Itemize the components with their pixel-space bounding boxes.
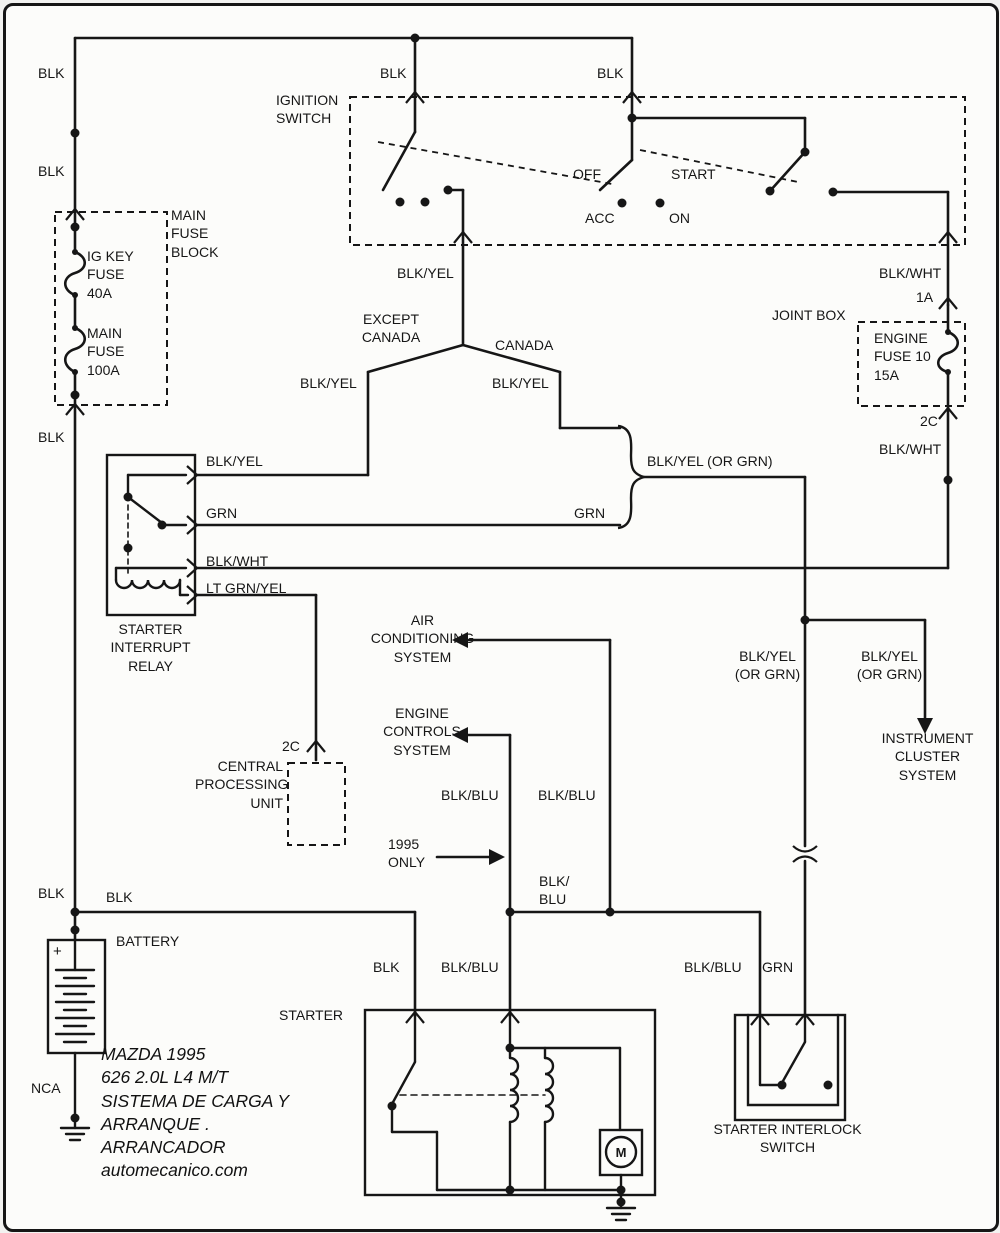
wire-label-blk-4: BLK bbox=[597, 65, 624, 81]
wire-label-blkblu-1: BLK/BLU bbox=[441, 787, 499, 803]
wire-label-blk-6: BLK bbox=[38, 885, 65, 901]
cpu-box bbox=[287, 762, 346, 846]
switch-pos-start-label: START bbox=[671, 166, 716, 182]
starter-interlock-switch-label: STARTER INTERLOCK SWITCH bbox=[713, 1121, 862, 1156]
1995-only-arrow bbox=[489, 849, 505, 865]
main-fuse-block-box bbox=[54, 211, 168, 406]
wire-label-blkblu-4: BLK/BLU bbox=[441, 959, 499, 975]
battery-plus-sign: + bbox=[53, 943, 62, 960]
wire-label-blkblu-5: BLK/BLU bbox=[684, 959, 742, 975]
engine-fuse-symbol bbox=[936, 330, 960, 374]
wire-label-blk-2: BLK bbox=[38, 163, 65, 179]
connector-1a-label: 1A bbox=[916, 289, 934, 305]
wires bbox=[73, 36, 950, 1018]
central-processing-unit-label: CENTRAL PROCESSING UNIT bbox=[195, 758, 289, 811]
starter-label: STARTER bbox=[279, 1007, 344, 1023]
connector-chevrons bbox=[65, 90, 958, 1026]
starter-interrupt-relay bbox=[105, 453, 197, 617]
motor-m-label: M bbox=[615, 1145, 627, 1160]
wire-label-grn-2: GRN bbox=[574, 505, 606, 521]
starter-interlock-switch bbox=[733, 1013, 847, 1122]
relay-coil bbox=[114, 578, 182, 590]
nca-label: NCA bbox=[31, 1080, 61, 1096]
instrument-cluster-arrow bbox=[917, 718, 933, 734]
system-arrows bbox=[452, 632, 933, 865]
wire-label-blkwht-1: BLK/WHT bbox=[879, 265, 942, 281]
relay-wire-blkyel-label: BLK/YEL bbox=[206, 453, 263, 469]
starter-assembly bbox=[363, 1008, 657, 1222]
ig-key-fuse-symbol bbox=[63, 250, 87, 297]
solenoid-coil-2 bbox=[543, 1056, 555, 1124]
wire-label-blk-3: BLK bbox=[380, 65, 407, 81]
ig-key-fuse-label: IG KEY FUSE 40A bbox=[87, 248, 134, 301]
wire-label-blkyel-or-grn-2: BLK/YEL (OR GRN) bbox=[734, 648, 801, 683]
relay-wire-blkwht-label: BLK/WHT bbox=[206, 553, 269, 569]
ac-system-arrow bbox=[452, 632, 468, 648]
wire-label-grn-3: GRN bbox=[762, 959, 794, 975]
relay-wire-grn-label: GRN bbox=[206, 505, 238, 521]
switch-pos-acc-label: ACC bbox=[585, 210, 615, 226]
connector-2c-label-2: 2C bbox=[282, 738, 300, 754]
switch-gang-links bbox=[377, 141, 799, 185]
wire-label-blkblu-3: BLK/ BLU bbox=[539, 873, 570, 908]
switch-pos-on-label: ON bbox=[669, 210, 690, 226]
wire-label-blkyel-or-grn-3: BLK/YEL (OR GRN) bbox=[856, 648, 923, 683]
switch-pos-off-label: OFF bbox=[573, 166, 601, 182]
battery-symbol bbox=[46, 938, 107, 1142]
main-fuse-symbol bbox=[63, 326, 87, 374]
wire-label-blkyel-1: BLK/YEL bbox=[397, 265, 454, 281]
solenoid-coil-1 bbox=[508, 1056, 520, 1124]
wire-label-blk-1: BLK bbox=[38, 65, 65, 81]
wire-label-blk-7: BLK bbox=[106, 889, 133, 905]
wire-label-blkblu-2: BLK/BLU bbox=[538, 787, 596, 803]
engine-fuse-label: ENGINE FUSE 10 15A bbox=[874, 330, 931, 383]
air-conditioning-system-label: AIR CONDITIONING SYSTEM bbox=[370, 612, 475, 665]
wire-label-blk-5: BLK bbox=[38, 429, 65, 445]
diagram-footer-caption: MAZDA 1995 626 2.0L L4 M/T SISTEMA DE CA… bbox=[101, 1044, 290, 1181]
1995-only-label: 1995 ONLY bbox=[388, 836, 426, 871]
diagram-frame bbox=[3, 3, 999, 1232]
wire-junction-dots bbox=[70, 33, 953, 1207]
relay-wire-ltgrnyel-label: LT GRN/YEL bbox=[206, 580, 287, 596]
main-fuse-block-label: MAIN FUSE BLOCK bbox=[171, 207, 219, 260]
starter-motor-circle bbox=[604, 1135, 638, 1169]
wire-label-blkyel-2: BLK/YEL bbox=[300, 375, 357, 391]
wire-break-symbol bbox=[792, 845, 818, 863]
dashed-boxes bbox=[54, 96, 966, 846]
engine-controls-system-label: ENGINE CONTROLS SYSTEM bbox=[383, 705, 461, 758]
ground-symbol-battery bbox=[59, 1126, 91, 1142]
engine-controls-arrow bbox=[452, 727, 468, 743]
starter-interrupt-relay-label: STARTER INTERRUPT RELAY bbox=[110, 621, 191, 674]
canada-label: CANADA bbox=[495, 337, 554, 353]
main-fuse-label: MAIN FUSE 100A bbox=[87, 325, 125, 378]
except-canada-label: EXCEPT CANADA bbox=[361, 311, 421, 346]
joint-box-label: JOINT BOX bbox=[772, 307, 846, 323]
instrument-cluster-system-label: INSTRUMENT CLUSTER SYSTEM bbox=[881, 730, 974, 783]
wire-label-blkyel-or-grn: BLK/YEL (OR GRN) bbox=[647, 453, 773, 469]
battery-label: BATTERY bbox=[116, 933, 180, 949]
wire-label-blk-8: BLK bbox=[373, 959, 400, 975]
connector-2c-label-1: 2C bbox=[920, 413, 938, 429]
wire-label-blkyel-3: BLK/YEL bbox=[492, 375, 549, 391]
ground-symbol-starter bbox=[605, 1206, 637, 1222]
canada-brace bbox=[617, 424, 649, 530]
ignition-switch-label: IGNITION SWITCH bbox=[276, 92, 339, 127]
wire-label-blkwht-2: BLK/WHT bbox=[879, 441, 942, 457]
joint-box-box bbox=[857, 321, 966, 407]
ignition-switch-box bbox=[349, 96, 966, 246]
fuse-symbols bbox=[63, 250, 960, 374]
